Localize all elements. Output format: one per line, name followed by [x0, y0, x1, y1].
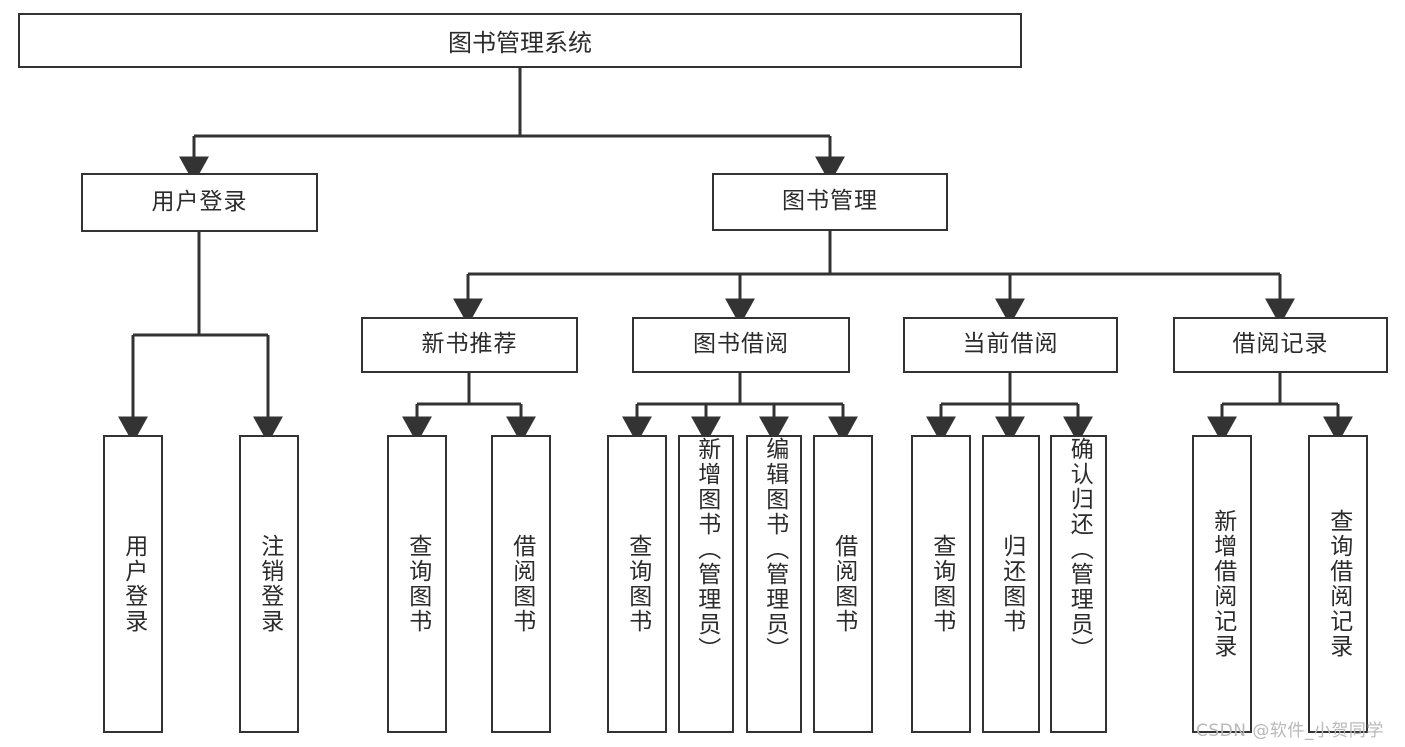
- node-label: 当前借阅: [962, 331, 1059, 358]
- leaf-add-borrow-record[interactable]: 新增借阅记录: [1192, 435, 1252, 733]
- leaf-label: 新增借阅记录: [1209, 509, 1236, 659]
- node-root-book-management-system[interactable]: 图书管理系统: [18, 13, 1022, 68]
- leaf-label: 确认归还（管理员）: [1066, 437, 1093, 662]
- node-label: 图书借阅: [693, 331, 789, 358]
- node-label: 图书管理系统: [448, 29, 592, 57]
- node-book-borrowing[interactable]: 图书借阅: [632, 317, 850, 373]
- leaf-borrow-book[interactable]: 借阅图书: [813, 435, 873, 733]
- leaf-label: 归还图书: [998, 534, 1025, 634]
- edge-currentborrow-to-leaves: [926, 373, 1093, 444]
- leaf-label: 查询借阅记录: [1325, 509, 1352, 659]
- leaf-label: 编辑图书（管理员）: [761, 437, 788, 662]
- leaf-label: 用户登录: [120, 534, 147, 634]
- leaf-query-book-borrow[interactable]: 查询图书: [607, 435, 667, 733]
- leaf-label: 查询图书: [404, 534, 431, 634]
- leaf-borrow-book-newbook[interactable]: 借阅图书: [491, 435, 551, 733]
- node-book-management[interactable]: 图书管理: [712, 173, 948, 231]
- leaf-add-book-admin[interactable]: 新增图书（管理员）: [678, 435, 734, 733]
- leaf-query-book-current[interactable]: 查询图书: [911, 435, 971, 733]
- node-user-login[interactable]: 用户登录: [81, 173, 318, 232]
- leaf-label: 查询图书: [624, 534, 651, 634]
- leaf-edit-book-admin[interactable]: 编辑图书（管理员）: [746, 435, 802, 733]
- edge-newbook-to-leaves: [402, 373, 536, 444]
- leaf-label: 借阅图书: [830, 534, 857, 634]
- edge-bookborrow-to-leaves: [622, 373, 858, 444]
- leaf-user-login[interactable]: 用户登录: [103, 435, 163, 733]
- node-label: 用户登录: [151, 188, 248, 215]
- leaf-return-book[interactable]: 归还图书: [982, 435, 1040, 733]
- edge-root-to-level2: [179, 68, 845, 184]
- leaf-label: 新增图书（管理员）: [693, 437, 720, 662]
- leaf-label: 查询图书: [928, 534, 955, 634]
- leaf-query-book-newbook[interactable]: 查询图书: [387, 435, 447, 733]
- edge-bookmgmt-to-level3: [453, 231, 1295, 326]
- leaf-query-borrow-record[interactable]: 查询借阅记录: [1308, 435, 1368, 733]
- node-label: 借阅记录: [1232, 331, 1329, 358]
- leaf-confirm-return-admin[interactable]: 确认归还（管理员）: [1050, 435, 1107, 733]
- leaf-logout[interactable]: 注销登录: [239, 435, 299, 733]
- node-label: 图书管理: [782, 188, 878, 215]
- node-label: 新书推荐: [421, 331, 518, 358]
- leaf-label: 借阅图书: [508, 534, 535, 634]
- node-borrowing-record[interactable]: 借阅记录: [1173, 317, 1388, 373]
- edge-userlogin-to-leaves: [118, 232, 283, 444]
- node-new-book-recommendation[interactable]: 新书推荐: [361, 317, 578, 373]
- edge-borrowrecord-to-leaves: [1207, 373, 1353, 444]
- node-current-borrowing[interactable]: 当前借阅: [903, 317, 1118, 373]
- leaf-label: 注销登录: [256, 534, 283, 634]
